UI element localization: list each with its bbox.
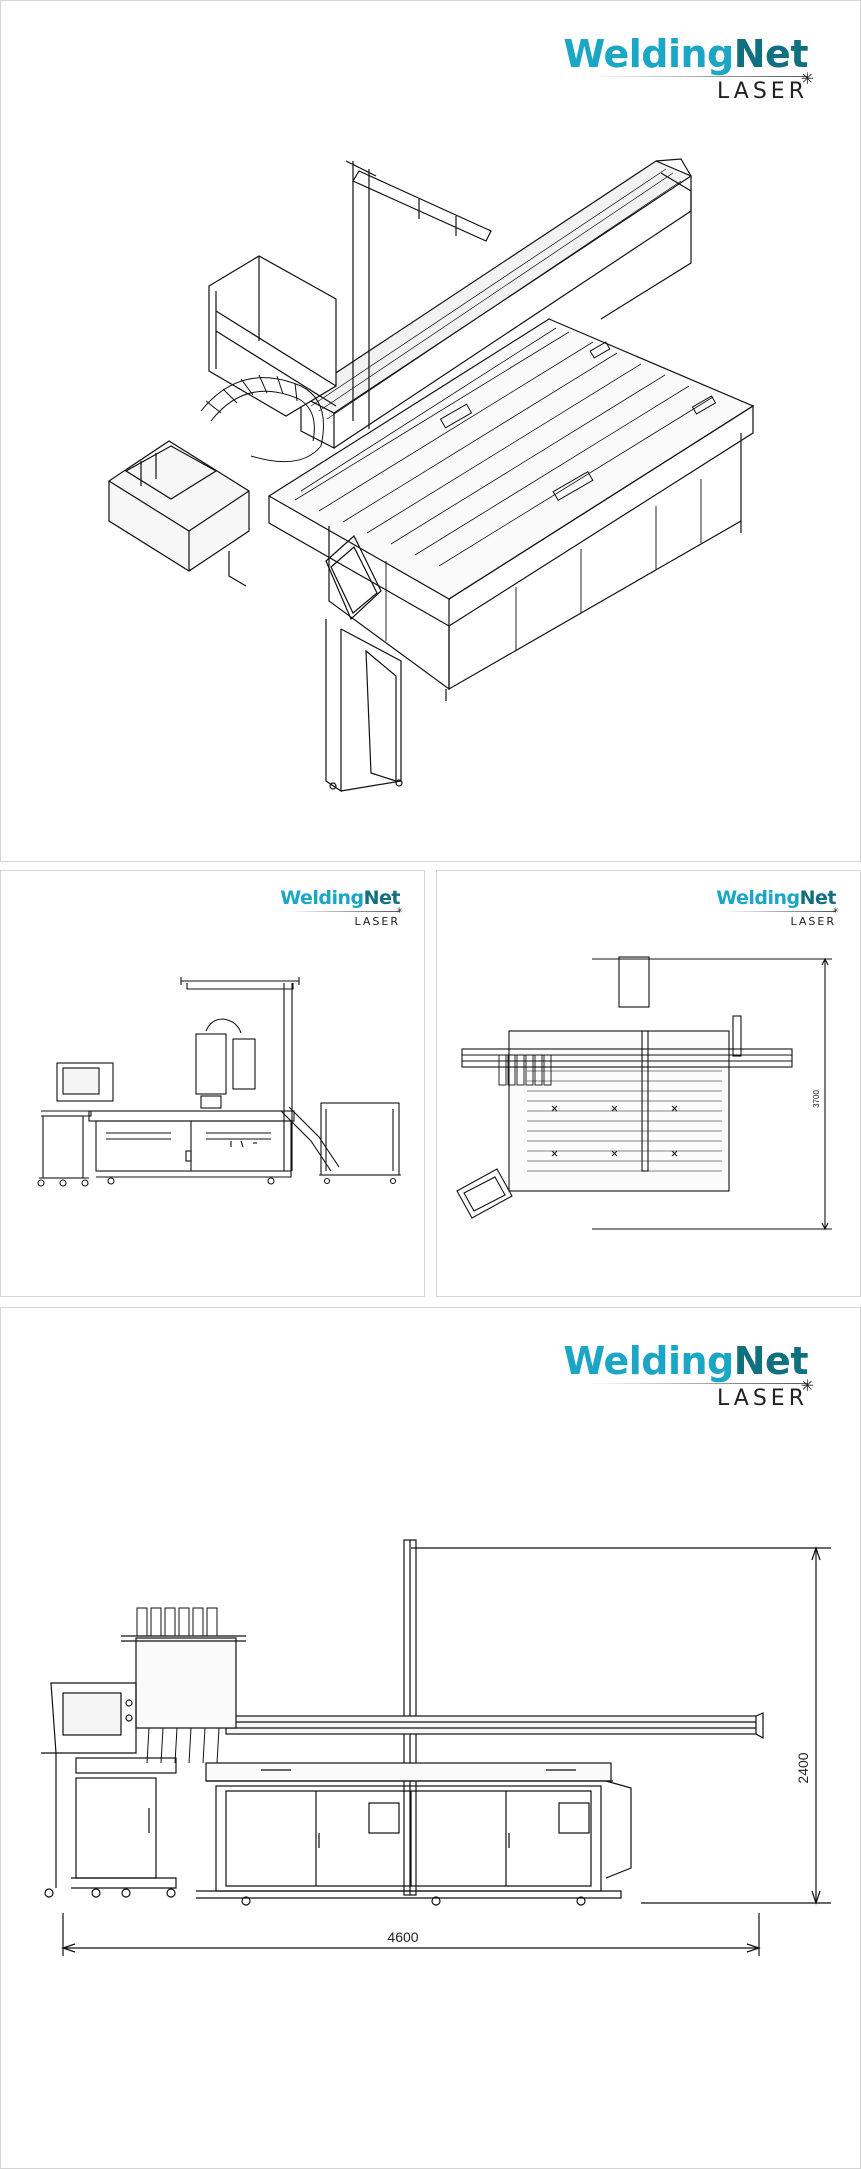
laser-spark-icon: ✳ xyxy=(832,906,839,915)
top-view-drawing: 3700 xyxy=(456,956,832,1231)
welding-net-laser-logo: WeldingNet LASER ✳ xyxy=(563,32,814,104)
logo-brand-part1: Welding xyxy=(280,887,364,909)
isometric-machine-drawing xyxy=(108,158,755,793)
logo-subtitle: LASER xyxy=(790,915,836,928)
isometric-view-panel: WeldingNet LASER ✳ xyxy=(0,0,861,862)
welding-net-laser-logo: WeldingNet LASER ✳ xyxy=(716,887,839,928)
top-view-panel: WeldingNet LASER ✳ 3700 xyxy=(436,870,861,1297)
logo-subtitle: LASER xyxy=(717,1386,808,1411)
logo-brand-part1: Welding xyxy=(563,1339,734,1383)
laser-spark-icon: ✳ xyxy=(800,1376,814,1395)
front-view-height-dimension: 2400 xyxy=(795,1752,811,1783)
laser-spark-icon: ✳ xyxy=(800,69,814,88)
side-view-drawing xyxy=(37,977,401,1187)
logo-brand-part2: Net xyxy=(363,887,401,909)
welding-net-laser-logo: WeldingNet LASER ✳ xyxy=(280,887,403,928)
logo-brand-part2: Net xyxy=(799,887,837,909)
top-view-height-dimension: 3700 xyxy=(812,1090,821,1108)
laser-spark-icon: ✳ xyxy=(396,906,403,915)
logo-subtitle: LASER xyxy=(717,79,808,104)
front-view-width-dimension: 4600 xyxy=(387,1929,418,1945)
logo-brand-part1: Welding xyxy=(716,887,800,909)
logo-brand-part2: Net xyxy=(733,32,809,76)
logo-subtitle: LASER xyxy=(354,915,400,928)
logo-brand-part1: Welding xyxy=(563,32,734,76)
welding-net-laser-logo: WeldingNet LASER ✳ xyxy=(563,1339,814,1411)
side-view-panel: WeldingNet LASER ✳ xyxy=(0,870,425,1297)
front-view-drawing: 2400 4600 xyxy=(41,1539,831,1956)
logo-brand-part2: Net xyxy=(733,1339,809,1383)
front-view-panel: WeldingNet LASER ✳ 2400 4600 xyxy=(0,1307,861,2169)
